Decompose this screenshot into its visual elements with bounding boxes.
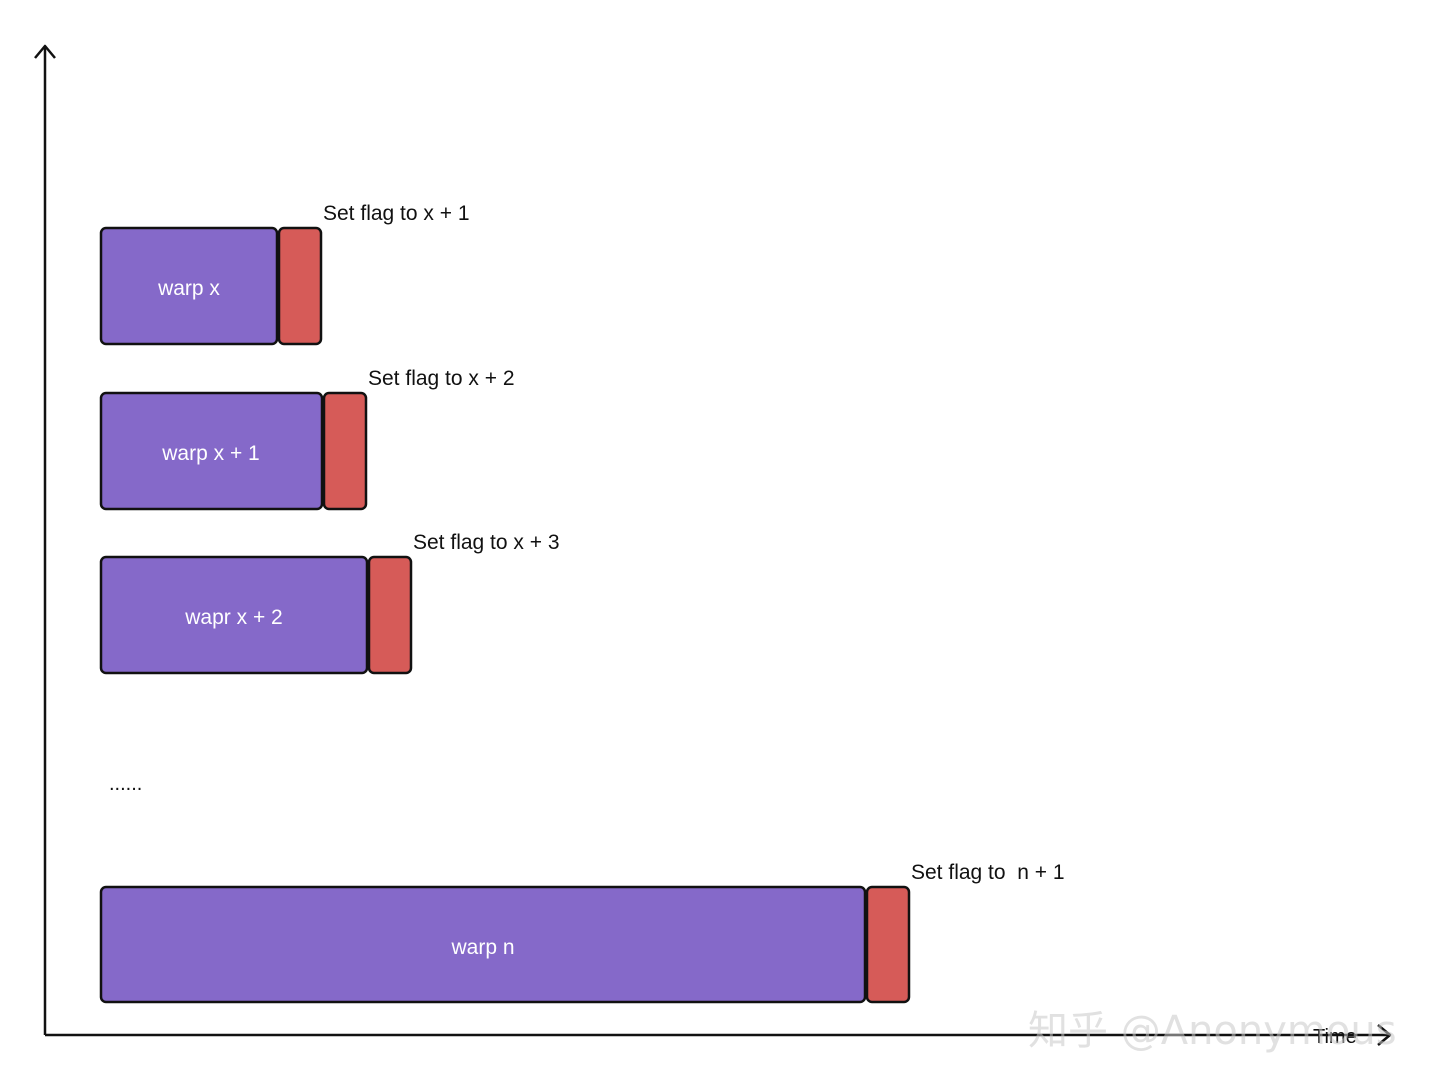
- warp-row: warp x Set flag to x + 1: [99, 202, 470, 346]
- warp-bar: [99, 555, 369, 675]
- warp-row: warp n Set flag to n + 1: [99, 861, 1065, 1004]
- set-flag-block: [322, 391, 368, 511]
- warp-bar: [99, 885, 867, 1004]
- set-flag-label: Set flag to x + 3: [413, 531, 560, 554]
- set-flag-label: Set flag to x + 1: [323, 202, 470, 225]
- warp-bar-label: wapr x + 2: [184, 606, 282, 629]
- warp-bar-label: warp n: [450, 936, 514, 959]
- set-flag-label: Set flag to x + 2: [368, 367, 515, 390]
- x-axis-arrowhead: [1377, 1024, 1392, 1046]
- ellipsis: ......: [109, 773, 142, 795]
- set-flag-block: [367, 555, 413, 675]
- warp-bar: [99, 391, 324, 511]
- watermark: 知乎 @Anonymous: [1028, 1008, 1397, 1054]
- set-flag-label: Set flag to n + 1: [911, 861, 1065, 884]
- warp-row: warp x + 1 Set flag to x + 2: [99, 367, 515, 511]
- set-flag-block: [277, 226, 323, 346]
- warp-bar-label: warp x + 1: [161, 442, 259, 465]
- axes: Time: [34, 44, 1392, 1048]
- set-flag-block: [865, 885, 911, 1004]
- warp-row: wapr x + 2 Set flag to x + 3: [99, 531, 560, 675]
- warp-bar: [99, 226, 279, 346]
- x-axis-label: Time: [1313, 1026, 1357, 1048]
- warp-bar-label: warp x: [157, 277, 220, 300]
- y-axis-arrowhead: [34, 44, 56, 59]
